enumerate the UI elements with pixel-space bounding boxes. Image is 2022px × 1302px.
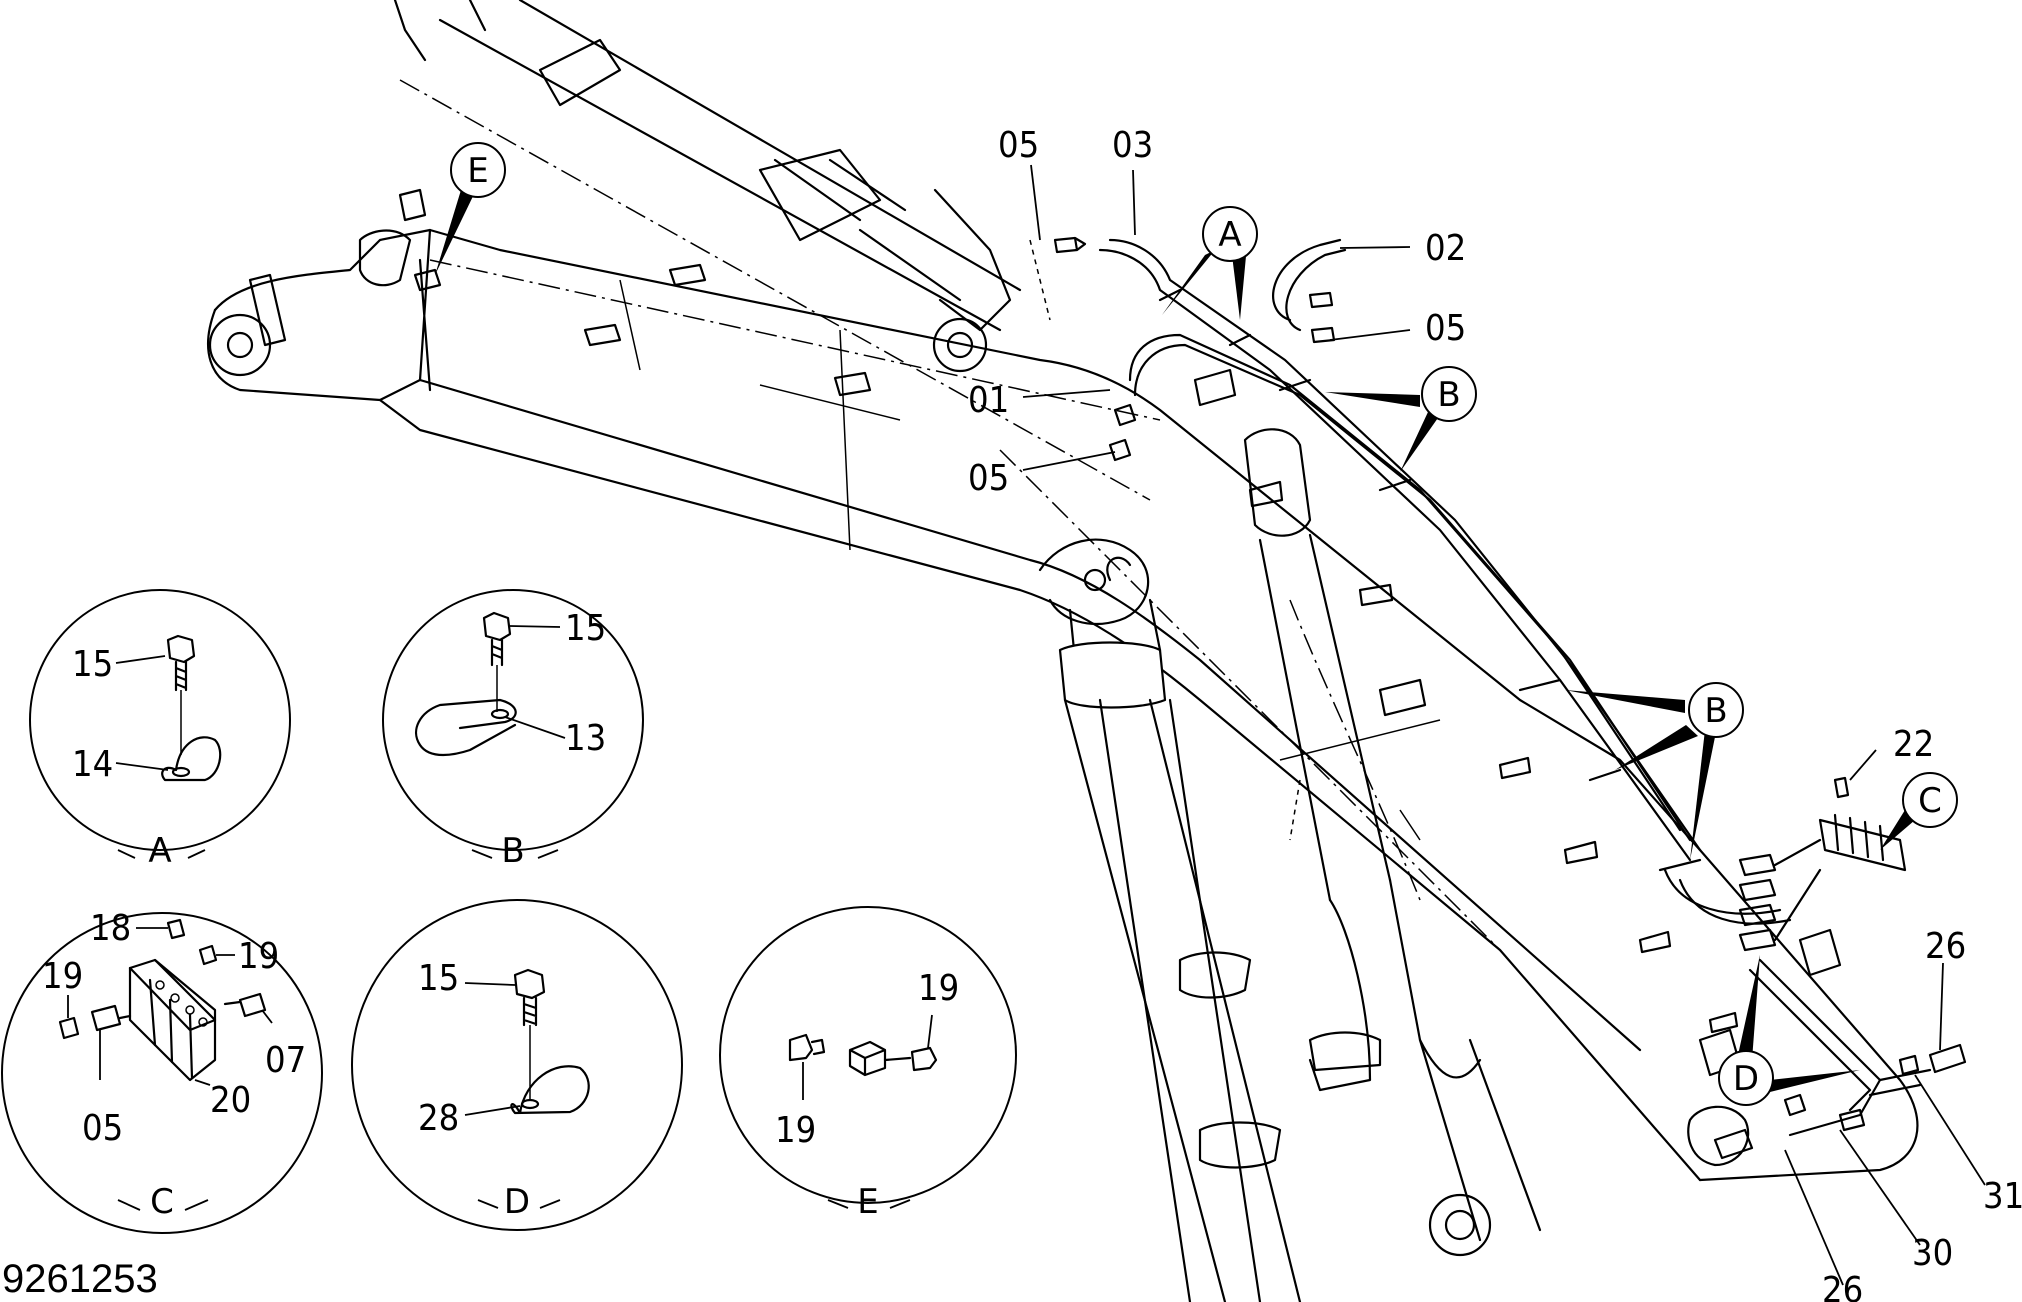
view-b-label-15: 15: [565, 608, 606, 649]
part-label-05-right: 05: [1425, 308, 1466, 349]
view-e-title: E: [857, 1182, 878, 1222]
view-c-label-07: 07: [265, 1040, 306, 1081]
main-part-labels: 05 03 02 05 01 05 22 26 31 30 26: [968, 125, 2022, 1302]
view-a-label-14: 14: [72, 744, 113, 785]
part-label-02: 02: [1425, 228, 1466, 269]
boom-assembly: [207, 0, 1919, 1302]
boom-body: [207, 188, 1919, 1182]
view-a-label-15: 15: [72, 644, 113, 685]
part-label-26-bottom: 26: [1822, 1270, 1863, 1302]
drawing-number: 9261253: [2, 1257, 158, 1301]
view-b-label-13: 13: [565, 718, 606, 759]
callout-e: E: [450, 142, 506, 198]
detail-view-b: 15 13 B: [382, 589, 644, 871]
arm-cylinder: [1038, 538, 1302, 1302]
svg-text:D: D: [1733, 1059, 1759, 1099]
svg-text:A: A: [1218, 215, 1241, 255]
view-c-label-20: 20: [210, 1080, 251, 1121]
main-leaders: [1022, 164, 1986, 1286]
view-c-label-18: 18: [90, 908, 131, 949]
svg-text:C: C: [1918, 781, 1942, 821]
part-label-05-mid: 05: [968, 458, 1009, 499]
callout-c: C: [1902, 772, 1958, 828]
callout-d: D: [1718, 1050, 1774, 1106]
view-e-label-19-left: 19: [775, 1110, 816, 1151]
view-d-label-15: 15: [418, 958, 459, 999]
view-c-label-19-left: 19: [42, 956, 83, 997]
view-a-title: A: [148, 831, 171, 871]
hydraulic-pipes: [1053, 236, 1967, 1160]
bucket-cylinder: [1243, 428, 1542, 1257]
boom-cylinder-upper: [393, 0, 1151, 501]
part-label-31: 31: [1983, 1176, 2022, 1217]
callout-b-lower: B: [1688, 682, 1744, 738]
svg-text:B: B: [1437, 375, 1460, 415]
view-b-title: B: [501, 831, 524, 871]
callout-b-upper: B: [1421, 366, 1477, 422]
view-c-label-19-right: 19: [238, 936, 279, 977]
svg-text:E: E: [467, 151, 488, 191]
view-c-title: C: [150, 1182, 174, 1222]
callout-bubbles: E A B B C D: [450, 142, 1958, 1106]
part-label-30: 30: [1912, 1233, 1953, 1274]
detail-view-e: 19 19 E: [719, 906, 1017, 1222]
detail-view-a: 15 14 A: [29, 589, 291, 871]
view-d-label-28: 28: [418, 1098, 459, 1139]
callout-pointers: [435, 190, 1915, 1092]
detail-view-d: 15 28 D: [351, 899, 683, 1231]
detail-view-c: 18 19 19 05 07 20 C: [1, 908, 323, 1234]
svg-text:B: B: [1704, 691, 1727, 731]
part-label-22: 22: [1893, 724, 1934, 765]
part-label-26-top: 26: [1925, 926, 1966, 967]
view-c-label-05: 05: [82, 1108, 123, 1149]
part-label-03: 03: [1112, 125, 1153, 166]
part-label-01: 01: [968, 380, 1009, 421]
callout-a: A: [1202, 206, 1258, 262]
view-d-title: D: [504, 1182, 530, 1222]
part-label-05-top: 05: [998, 125, 1039, 166]
view-e-label-19-right: 19: [918, 968, 959, 1009]
